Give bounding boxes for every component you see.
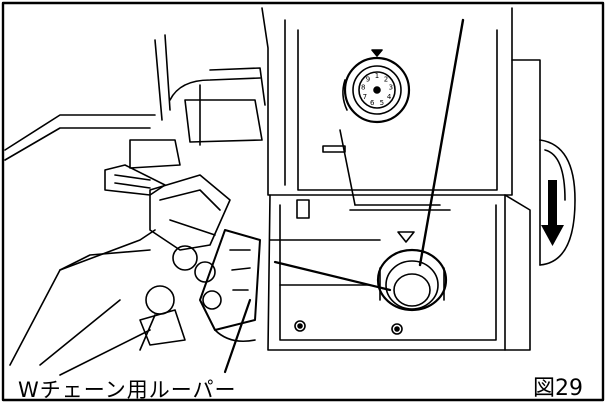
dial-digit: 2 <box>384 75 388 83</box>
figure-number: 図29 <box>533 376 583 401</box>
dial-digit: 3 <box>389 84 393 92</box>
dial-digit: 7 <box>363 93 367 101</box>
tension-dial-lower <box>376 231 448 312</box>
thread-lines <box>269 18 465 292</box>
machine-housing <box>261 7 541 351</box>
looper-mechanism <box>39 174 261 376</box>
screw <box>394 326 400 332</box>
screw <box>297 323 303 329</box>
dial-digit: 8 <box>361 84 365 92</box>
callout-leader <box>223 298 252 374</box>
dial-digit: 4 <box>387 93 392 101</box>
dial-digit: 9 <box>366 75 370 83</box>
dial-digit: 5 <box>380 99 384 107</box>
lever <box>322 145 346 153</box>
screw <box>294 320 306 332</box>
dial-digit: 1 <box>375 72 379 80</box>
tension-dial-upper <box>342 49 411 124</box>
dial-digit: 6 <box>370 99 375 107</box>
screw <box>391 323 403 335</box>
hand-wheel <box>539 139 576 266</box>
thread-guide <box>296 199 310 219</box>
presser-foot-assembly <box>4 34 266 366</box>
down-arrow-icon <box>541 180 564 246</box>
callout-label: Wチェーン用ルーパー <box>18 378 237 402</box>
